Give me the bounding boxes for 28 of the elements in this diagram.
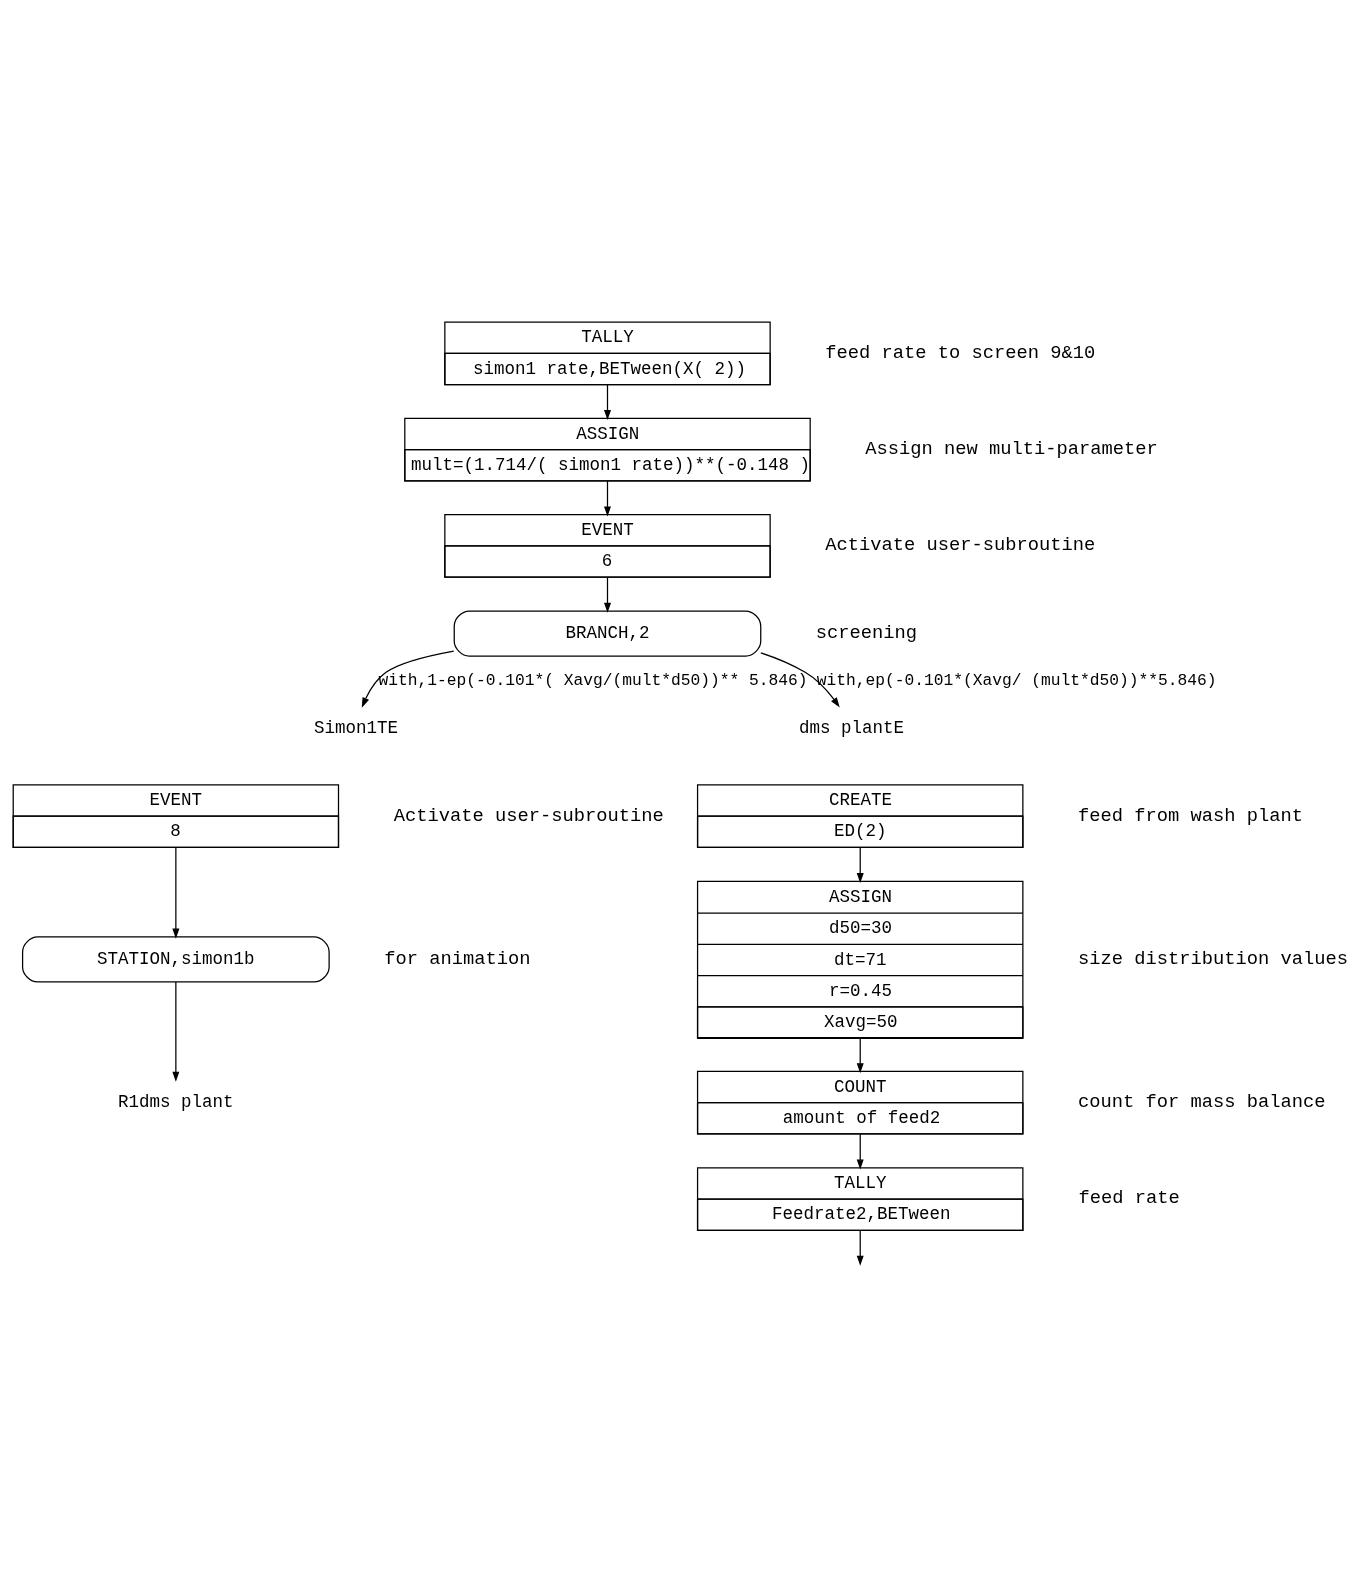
- node-label: feed from wash plant: [1077, 804, 1304, 827]
- edge-label: with,ep(-0.101*(Xavg/ (mult*d50))**5.846): [816, 670, 1217, 690]
- node-label: Assign new multi-parameter: [865, 437, 1158, 460]
- node-text: Simon1TE: [314, 717, 399, 738]
- node-label: Activate user-subroutine: [825, 533, 1096, 556]
- node-label: feed rate to screen 9&10: [825, 341, 1096, 364]
- node-label: screening: [815, 621, 918, 644]
- arrow: [604, 479, 611, 516]
- node-label: Activate user-subroutine: [393, 804, 664, 827]
- arrow: [856, 1036, 864, 1073]
- arrow: [604, 383, 611, 420]
- arrow: [856, 1229, 864, 1266]
- arrow: [172, 846, 180, 939]
- node-text: dms plantE: [798, 717, 904, 738]
- node-label: size distribution values: [1078, 947, 1349, 970]
- arrow: [172, 980, 180, 1082]
- node-label: count for mass balance: [1078, 1090, 1326, 1113]
- arrow: [760, 651, 840, 707]
- node-box: BRANCH,2: [453, 609, 762, 657]
- edge-label: with,1-ep(-0.101*( Xavg/(mult*d50))** 5.846): [378, 670, 808, 690]
- node-label: for animation: [384, 947, 531, 970]
- node-box: STATION,simon1b: [21, 935, 330, 983]
- arrow: [856, 1133, 864, 1169]
- node-label: feed rate: [1078, 1186, 1180, 1209]
- arrow: [604, 576, 611, 613]
- arrow: [856, 846, 864, 883]
- arrow: [361, 649, 455, 708]
- node-text: R1dms plant: [118, 1091, 234, 1112]
